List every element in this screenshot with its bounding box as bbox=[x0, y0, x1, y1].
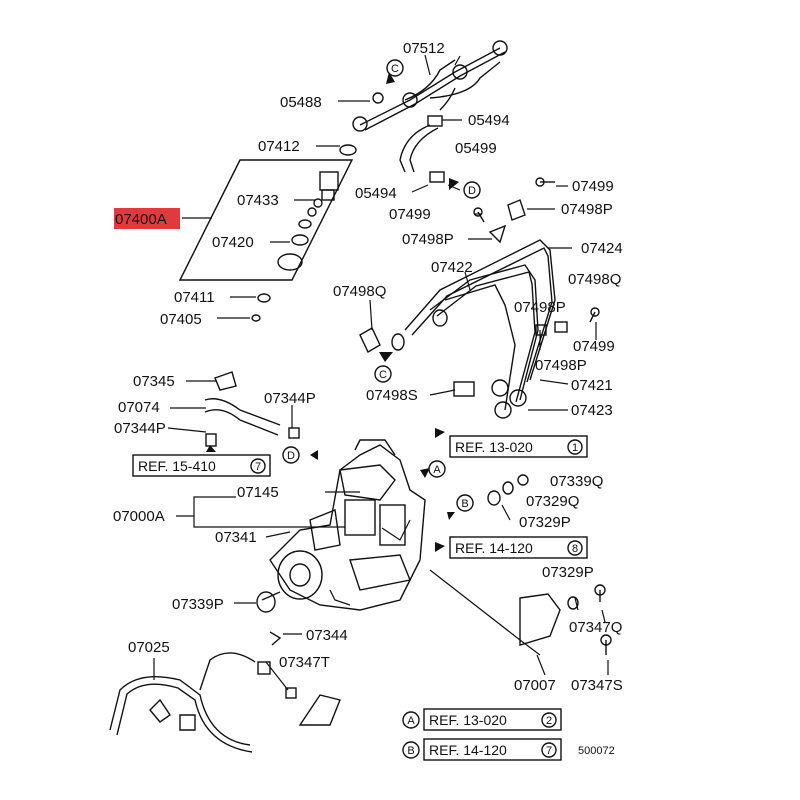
gasket-07412 bbox=[339, 144, 357, 156]
callout-C-top: C bbox=[386, 59, 404, 77]
label-07347Q[interactable]: 07347Q bbox=[569, 619, 622, 636]
label-07007[interactable]: 07007 bbox=[514, 677, 556, 694]
svg-text:2: 2 bbox=[546, 715, 552, 727]
svg-text:REF. 13-020: REF. 13-020 bbox=[455, 439, 533, 455]
label-07344P-left[interactable]: 07344P bbox=[114, 420, 166, 437]
label-07344P-top[interactable]: 07344P bbox=[264, 390, 316, 407]
bolt-07499 bbox=[473, 177, 600, 323]
label-07433[interactable]: 07433 bbox=[237, 192, 279, 209]
nut-07339Q bbox=[517, 474, 529, 486]
svg-text:A: A bbox=[407, 715, 415, 727]
callout-D-mid: D bbox=[282, 446, 300, 464]
label-07400A[interactable]: 07400A bbox=[115, 211, 167, 228]
label-07341[interactable]: 07341 bbox=[215, 529, 257, 546]
ref-box-13-020-1: REF. 13-020 1 bbox=[449, 435, 588, 458]
label-07498P-left[interactable]: 07498P bbox=[402, 231, 454, 248]
label-07498Q-left[interactable]: 07498Q bbox=[333, 283, 386, 300]
label-07499-top[interactable]: 07499 bbox=[572, 178, 614, 195]
label-07412[interactable]: 07412 bbox=[258, 138, 300, 155]
ref-box-15-410-7: REF. 15-410 7 bbox=[132, 454, 271, 477]
label-07421[interactable]: 07421 bbox=[571, 377, 613, 394]
label-07339P[interactable]: 07339P bbox=[172, 596, 224, 613]
bolt-07347 bbox=[594, 584, 612, 655]
fuel-injection-pump-07000A bbox=[261, 439, 426, 611]
label-07424[interactable]: 07424 bbox=[581, 240, 623, 257]
label-07339Q[interactable]: 07339Q bbox=[550, 473, 603, 490]
svg-text:REF. 14-120: REF. 14-120 bbox=[455, 540, 533, 556]
highlight-box bbox=[114, 208, 180, 229]
svg-text:7: 7 bbox=[546, 745, 552, 757]
label-07347S[interactable]: 07347S bbox=[571, 677, 623, 694]
svg-text:C: C bbox=[391, 63, 399, 75]
label-07498P-right[interactable]: 07498P bbox=[514, 299, 566, 316]
arrows bbox=[206, 72, 459, 552]
label-07074[interactable]: 07074 bbox=[118, 399, 160, 416]
hose-07074 bbox=[204, 398, 281, 436]
leak-off-pipe-07424 bbox=[391, 239, 556, 419]
label-05494-mid[interactable]: 05494 bbox=[355, 185, 397, 202]
leader-lines bbox=[153, 55, 609, 691]
label-07145[interactable]: 07145 bbox=[237, 484, 279, 501]
nut-07339P bbox=[256, 591, 276, 613]
clip-07498Q bbox=[359, 327, 381, 353]
label-07512[interactable]: 07512 bbox=[403, 40, 445, 57]
label-07405[interactable]: 07405 bbox=[160, 311, 202, 328]
svg-text:B: B bbox=[407, 745, 414, 757]
label-07329P-right[interactable]: 07329P bbox=[542, 564, 594, 581]
svg-text:D: D bbox=[468, 185, 476, 197]
washer-07329Q bbox=[487, 481, 579, 610]
wire-harness-07025 bbox=[109, 652, 271, 753]
label-07498P-lower[interactable]: 07498P bbox=[535, 357, 587, 374]
svg-text:B: B bbox=[461, 498, 468, 510]
label-07422[interactable]: 07422 bbox=[431, 259, 473, 276]
label-07499-right[interactable]: 07499 bbox=[573, 338, 615, 355]
label-07329Q[interactable]: 07329Q bbox=[526, 493, 579, 510]
svg-text:8: 8 bbox=[572, 543, 578, 555]
svg-text:REF. 13-020: REF. 13-020 bbox=[429, 712, 507, 728]
clip-07498P bbox=[453, 199, 568, 397]
legend-A: A REF. 13-020 2 bbox=[402, 708, 562, 731]
callout-D-top: D bbox=[463, 181, 481, 199]
label-07498Q-right[interactable]: 07498Q bbox=[568, 271, 621, 288]
label-07344[interactable]: 07344 bbox=[306, 627, 348, 644]
callout-A-mid: A bbox=[428, 460, 446, 478]
svg-text:7: 7 bbox=[255, 461, 261, 473]
plug-07344P bbox=[205, 427, 300, 447]
label-07345[interactable]: 07345 bbox=[133, 373, 175, 390]
callout-C-mid: C bbox=[374, 365, 392, 383]
label-07025[interactable]: 07025 bbox=[128, 639, 170, 656]
injection-pipe-07512 bbox=[352, 40, 508, 132]
svg-text:REF. 15-410: REF. 15-410 bbox=[138, 458, 216, 474]
label-07499-left[interactable]: 07499 bbox=[389, 206, 431, 223]
clip-07344 bbox=[269, 631, 282, 646]
ref-box-14-120-8: REF. 14-120 8 bbox=[449, 536, 588, 559]
label-07420[interactable]: 07420 bbox=[212, 234, 254, 251]
label-07498S[interactable]: 07498S bbox=[366, 387, 418, 404]
label-05499[interactable]: 05499 bbox=[455, 140, 497, 157]
label-05488[interactable]: 05488 bbox=[280, 94, 322, 111]
svg-text:REF. 14-120: REF. 14-120 bbox=[429, 742, 507, 758]
label-07329P[interactable]: 07329P bbox=[519, 514, 571, 531]
svg-text:1: 1 bbox=[572, 442, 578, 454]
diagram-id: 500072 bbox=[578, 745, 615, 757]
bracket-07345 bbox=[214, 371, 237, 391]
svg-text:D: D bbox=[287, 450, 295, 462]
label-07498P-top[interactable]: 07498P bbox=[561, 201, 613, 218]
svg-text:A: A bbox=[433, 464, 441, 476]
label-07423[interactable]: 07423 bbox=[571, 402, 613, 419]
label-07411[interactable]: 07411 bbox=[174, 289, 215, 306]
label-05494-top[interactable]: 05494 bbox=[468, 112, 510, 129]
legend-B: B REF. 14-120 7 bbox=[402, 738, 562, 761]
label-07000A[interactable]: 07000A bbox=[113, 508, 165, 525]
part-labels: 07512 05488 05494 07412 05499 05494 0743… bbox=[113, 40, 623, 694]
sensor-connector bbox=[285, 687, 341, 726]
svg-text:C: C bbox=[379, 369, 387, 381]
bracket-07007 bbox=[429, 569, 561, 656]
callout-B-mid: B bbox=[456, 494, 474, 512]
nozzle-holder-07400A bbox=[178, 159, 354, 322]
label-07347T[interactable]: 07347T bbox=[279, 654, 330, 671]
